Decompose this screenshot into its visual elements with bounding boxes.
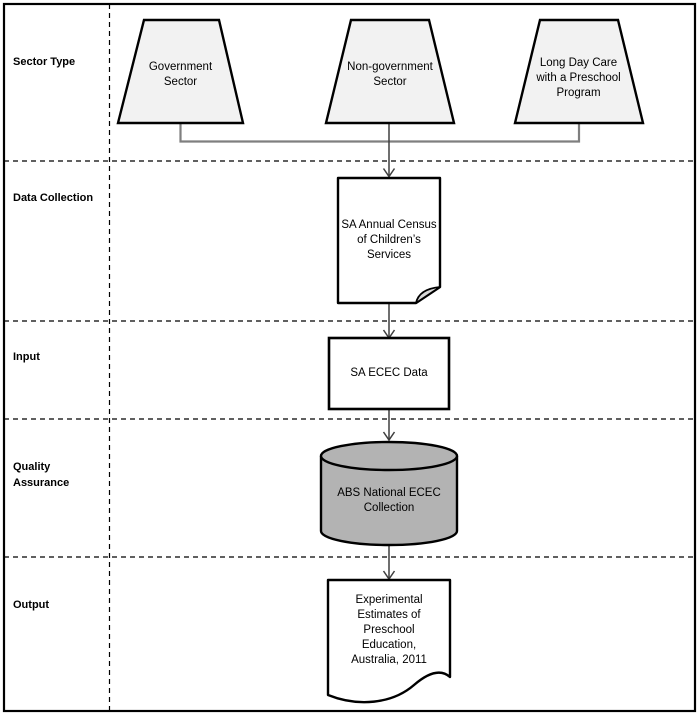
lane-label-input: Input	[13, 351, 40, 363]
output-document-shape	[326, 578, 452, 704]
non-government-sector-shape	[324, 18, 456, 125]
abs-database-body	[319, 456, 459, 547]
long-day-care-label: Long Day Care with a Preschool Program	[536, 56, 621, 99]
government-sector-label: Government Sector	[148, 61, 213, 88]
lane-label-data-collection: Data Collection	[13, 192, 94, 204]
long-day-care-shape	[513, 18, 645, 125]
non-government-sector-label: Non-government Sector	[347, 61, 433, 88]
sa-ecec-data-shape	[327, 336, 451, 411]
sa-ecec-data-label: SA ECEC Data	[350, 367, 428, 379]
output-document-label: Experimental Estimates of Preschool Educ…	[351, 593, 427, 666]
government-sector-shape	[116, 18, 245, 125]
flow-arrows	[382, 123, 396, 581]
census-document-fold	[415, 286, 441, 304]
lane-label-sector-type: Sector Type	[13, 56, 76, 68]
lane-label-quality-assurance: Quality Assurance	[13, 461, 70, 489]
arrowhead-census	[382, 168, 396, 178]
lane-label-output: Output	[13, 599, 50, 611]
abs-database-label: ABS National ECEC Collection	[337, 486, 441, 514]
arrowhead-qa	[382, 431, 396, 442]
abs-database-top	[319, 440, 459, 472]
census-document-label: SA Annual Census of Children’s Services	[341, 219, 437, 261]
merge-connector-line	[179, 123, 581, 143]
